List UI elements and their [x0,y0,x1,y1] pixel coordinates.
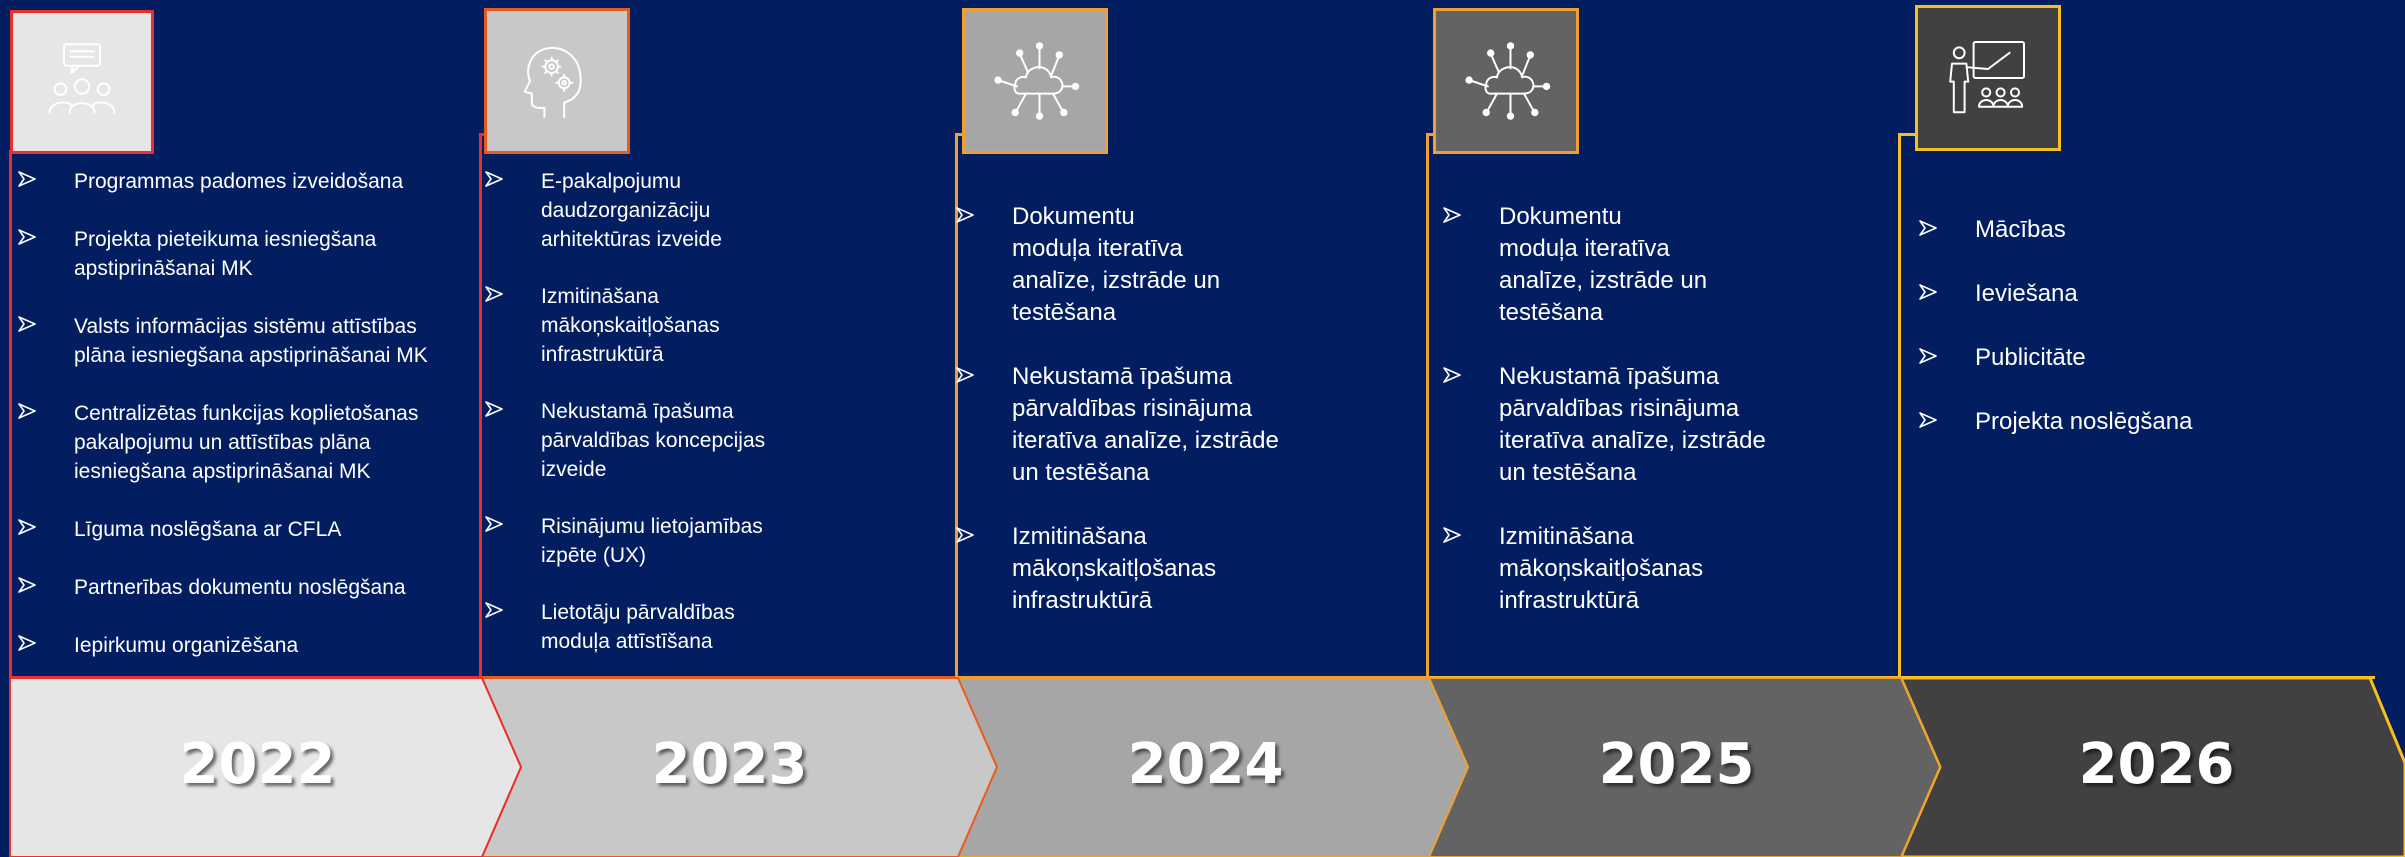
arrow-bullet-icon [485,397,503,417]
list-item-text: Nekustamā īpašuma pārvaldības koncepcija… [541,400,766,481]
arrow-bullet-icon [1919,278,1937,300]
icon-box-2023 [484,8,630,154]
arrow-bullet-icon [956,201,974,223]
list-item-text: Ieviešana [1975,280,2078,307]
arrow-bullet-icon [18,573,36,593]
column-2022-left-line [9,150,12,678]
arrow-bullet-icon [1919,342,1937,364]
list-item: Iepirkumu organizēšana [12,631,472,660]
cloud-network-icon [1465,42,1551,120]
arrow-bullet-icon [485,167,503,187]
list-item: Centralizētas funkcijas koplietošanas pa… [12,399,472,486]
arrow-bullet-icon [1443,521,1461,543]
list-item-text: Projekta noslēgšana [1975,408,2193,435]
arrow-bullet-icon [1919,406,1937,428]
column-2025-right-line [1898,133,1901,679]
year-label-2026: 2026 [2078,732,2235,797]
arrow-bullet-icon [18,312,36,332]
column-2024-top-line [955,133,965,136]
list-item: Nekustamā īpašuma pārvaldības koncepcija… [479,397,949,484]
list-item-text: Centralizētas funkcijas koplietošanas pa… [74,402,419,483]
icon-box-2025 [1433,8,1579,154]
list-item-text: Izmitināšana mākoņskaitļošanas infrastru… [1499,523,1704,614]
head-gears-icon [523,46,582,118]
list-item-text: Risinājumu lietojamības izpēte (UX) [541,515,763,567]
list-item-text: Līguma noslēgšana ar CFLA [74,518,342,541]
year-label-2024: 2024 [1127,732,1284,797]
list-item-text: Dokumentu moduļa iteratīva analīze, izst… [1012,203,1221,326]
list-item: Izmitināšana mākoņskaitļošanas infrastru… [1437,521,1897,617]
list-item: Lietotāju pārvaldības moduļa attīstīšana [479,598,949,656]
list-item: Ieviešana [1913,278,2383,310]
column-2023-top-line [479,133,487,136]
arrow-2022 [9,677,523,857]
icon-box-2024 [962,8,1108,154]
year-label-2023: 2023 [651,732,808,797]
list-item: Risinājumu lietojamības izpēte (UX) [479,512,949,570]
arrow-bullet-icon [485,598,503,618]
list-item-text: Mācības [1975,216,2066,243]
arrow-bullet-icon [956,521,974,543]
list-item: Valsts informācijas sistēmu attīstības p… [12,312,472,370]
arrow-bullet-icon [1443,201,1461,223]
list-item-text: Iepirkumu organizēšana [74,634,299,657]
icon-box-2022 [10,10,154,154]
list-item: Programmas padomes izveidošana [12,167,472,196]
list-item: Izmitināšana mākoņskaitļošanas infrastru… [479,282,949,369]
items-2025: Dokumentu moduļa iteratīva analīze, izst… [1437,201,1897,649]
items-2024: Dokumentu moduļa iteratīva analīze, izst… [950,201,1420,649]
list-item: E-pakalpojumu daudzorganizāciju arhitekt… [479,167,949,254]
list-item-text: Nekustamā īpašuma pārvaldības risinājuma… [1499,363,1766,486]
cloud-network-icon [994,42,1080,120]
list-item-text: Izmitināšana mākoņskaitļošanas infrastru… [541,285,720,366]
list-item: Izmitināšana mākoņskaitļošanas infrastru… [950,521,1420,617]
arrow-bullet-icon [18,167,36,187]
people-chat-icon [48,43,116,114]
list-item-text: Izmitināšana mākoņskaitļošanas infrastru… [1012,523,1217,614]
icon-box-2026 [1915,5,2061,151]
list-item: Nekustamā īpašuma pārvaldības risinājuma… [950,361,1420,489]
list-item: Publicitāte [1913,342,2383,374]
column-2025-top-line [1426,133,1436,136]
arrow-bullet-icon [1919,214,1937,236]
arrow-bullet-icon [956,361,974,383]
teacher-presentation-icon [1949,41,2025,114]
list-item: Partnerības dokumentu noslēgšana [12,573,472,602]
list-item-text: Valsts informācijas sistēmu attīstības p… [74,315,428,367]
arrow-bullet-icon [18,225,36,245]
arrow-bullet-icon [18,399,36,419]
year-label-2022: 2022 [179,732,336,797]
items-2023: E-pakalpojumu daudzorganizāciju arhitekt… [479,167,949,684]
list-item: Nekustamā īpašuma pārvaldības risinājuma… [1437,361,1897,489]
list-item-text: Publicitāte [1975,344,2086,371]
list-item-text: Lietotāju pārvaldības moduļa attīstīšana [541,601,735,653]
list-item: Dokumentu moduļa iteratīva analīze, izst… [950,201,1420,329]
list-item: Līguma noslēgšana ar CFLA [12,515,472,544]
arrow-bullet-icon [485,512,503,532]
list-item-text: Nekustamā īpašuma pārvaldības risinājuma… [1012,363,1279,486]
list-item-text: Dokumentu moduļa iteratīva analīze, izst… [1499,203,1708,326]
list-item: Mācības [1913,214,2383,246]
list-item-text: E-pakalpojumu daudzorganizāciju arhitekt… [541,170,722,251]
arrow-bullet-icon [1443,361,1461,383]
list-item: Dokumentu moduļa iteratīva analīze, izst… [1437,201,1897,329]
year-label-2025: 2025 [1598,732,1755,797]
list-item: Projekta noslēgšana [1913,406,2383,438]
list-item-text: Partnerības dokumentu noslēgšana [74,576,406,599]
list-item-text: Projekta pieteikuma iesniegšana apstipri… [74,228,377,280]
column-2023-right-line [955,133,958,679]
arrow-bullet-icon [18,631,36,651]
arrow-bullet-icon [485,282,503,302]
list-item-text: Programmas padomes izveidošana [74,170,404,193]
arrow-bullet-icon [18,515,36,535]
list-item: Projekta pieteikuma iesniegšana apstipri… [12,225,472,283]
column-2022-right-line [479,133,482,679]
column-2026-top-line [1898,133,1918,136]
column-2024-right-line [1426,133,1429,679]
